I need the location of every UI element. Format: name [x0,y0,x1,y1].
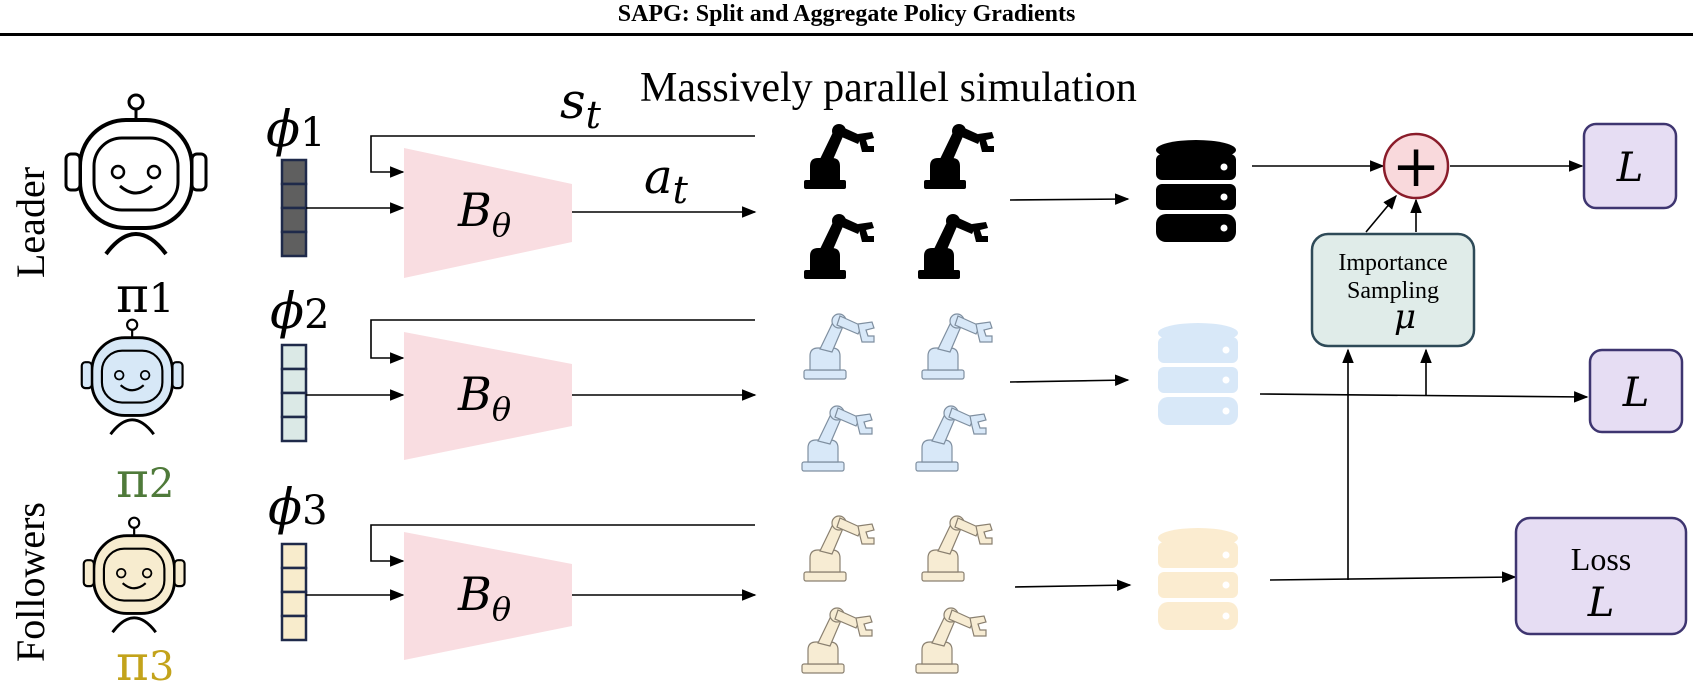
svg-text:L: L [1622,370,1650,416]
backbone-network-3: Bθ [404,532,572,660]
embedding-label-2: ϕ2 [270,282,330,340]
svg-text:+: + [1392,132,1441,200]
database-icon [1158,528,1238,630]
leader-label: Leader [8,167,53,278]
robot-avatar-icon [80,318,184,436]
embedding-vector-2 [280,343,308,443]
connector-arrows [306,135,1589,601]
followers-label: Followers [8,502,53,662]
svg-text:Loss: Loss [1571,541,1631,577]
robot-arm-icon [804,124,874,189]
backbone-network-2: Bθ [404,332,572,460]
robot-arm-icon [803,313,875,380]
robot-arm-icon [801,607,873,674]
robot-arm-icon [915,607,987,674]
embedding-label-1: ϕ1 [266,100,326,158]
aggregate-plus-node: + [1382,132,1450,200]
robot-avatar-icon [64,93,208,256]
svg-text:Bθ: Bθ [457,183,511,244]
loss-box-2: L [1588,348,1684,434]
embedding-vector-1 [280,158,308,258]
svg-text:L: L [1587,580,1615,626]
embedding-label-3: ϕ3 [268,478,328,536]
database-icon [1158,323,1238,425]
svg-text:Sampling: Sampling [1347,278,1439,304]
policy-label-3: π3 [116,634,174,692]
svg-text:Bθ: Bθ [457,567,511,628]
page-title: SAPG: Split and Aggregate Policy Gradien… [617,1,1076,27]
robot-arm-icon [918,214,988,279]
policy-label-2: π2 [116,451,174,509]
robot-avatar-icon [82,516,186,634]
svg-text:μ: μ [1394,297,1416,337]
policy-label-1: π1 [116,266,174,324]
loss-box-1: L [1582,122,1678,210]
database-icon [1156,140,1236,242]
robot-arm-icon [801,405,873,472]
svg-text:Bθ: Bθ [457,367,511,428]
backbone-network-1: Bθ [404,148,572,278]
robot-arm-icon [924,124,994,189]
svg-text:L: L [1616,145,1644,191]
simulation-title: Massively parallel simulation [640,65,1137,111]
robot-arm-icon [921,515,993,582]
state-label: st [560,72,602,137]
header-rule [0,33,1693,36]
importance-sampling-box: Importance Sampling μ [1310,232,1476,348]
robot-arm-icon [921,313,993,380]
robot-arm-icon [804,214,874,279]
loss-box-3: Loss L [1514,516,1688,636]
svg-text:Importance: Importance [1338,250,1447,276]
embedding-vector-3 [280,542,308,642]
robot-arm-icon [803,515,875,582]
action-label: at [644,149,689,212]
robot-arm-icon [915,405,987,472]
page-header: SAPG: Split and Aggregate Policy Gradien… [0,0,1693,36]
